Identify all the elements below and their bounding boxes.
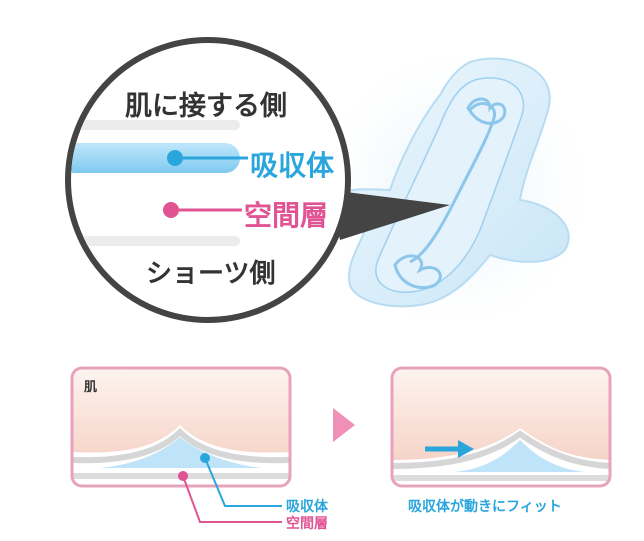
motion-arrow-icon: [458, 440, 474, 458]
left-absorber-label: 吸収体: [286, 499, 328, 515]
next-arrow-icon: [333, 408, 355, 442]
right-panel: [390, 366, 612, 488]
right-caption: 吸収体が動きにフィット: [408, 499, 562, 515]
left-panel: [70, 366, 292, 523]
zoom-circle: [65, 37, 351, 323]
left-air-layer-label: 空間層: [286, 516, 328, 532]
absorber-label: 吸収体: [250, 149, 335, 182]
zoom-pointer: [330, 190, 450, 240]
shorts-side-label: ショーツ側: [146, 259, 276, 289]
air-layer-label: 空間層: [244, 199, 329, 232]
pad-illustration: [305, 35, 605, 345]
skin-label: 肌: [84, 380, 98, 395]
skin-side-label: 肌に接する側: [125, 91, 287, 122]
